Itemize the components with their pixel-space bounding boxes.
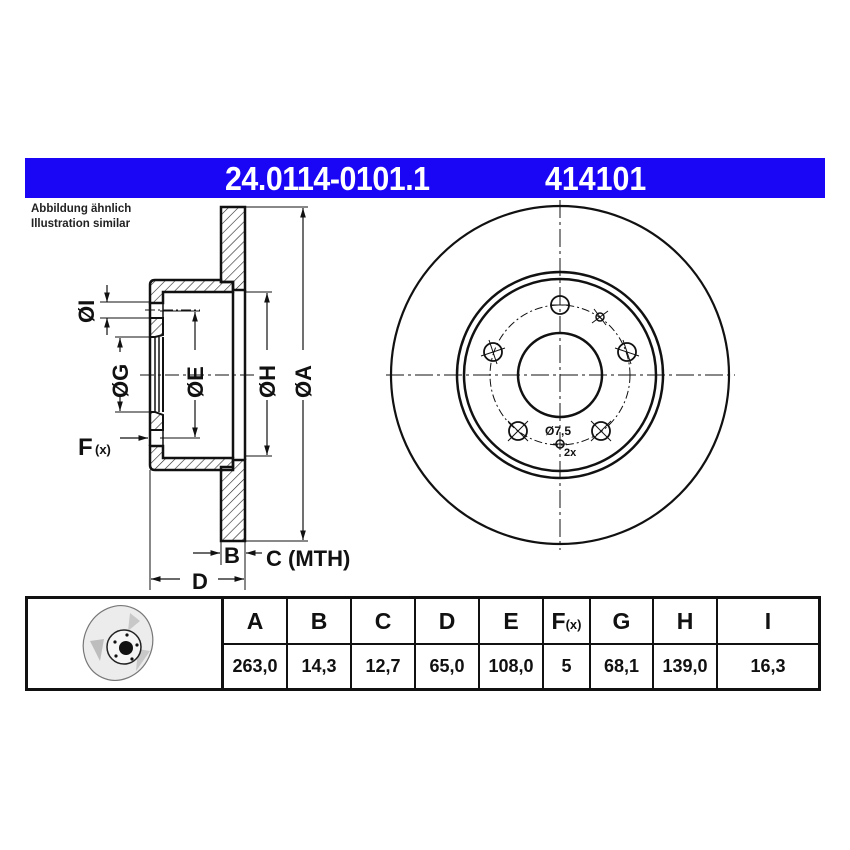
header-d: D — [414, 596, 480, 645]
header-f-suffix: (x) — [565, 616, 582, 632]
value-f: 5 — [542, 643, 591, 691]
section-view: ØI ØG ØE ØH ØA F (x) B C (MTH) D — [74, 205, 350, 594]
header-f-letter: F — [551, 607, 566, 634]
header-h: H — [652, 596, 718, 645]
value-a: 263,0 — [221, 643, 288, 691]
illustration-note: Abbildung ähnlich Illustration similar — [31, 202, 131, 232]
note-english: Illustration similar — [31, 218, 131, 230]
front-view: Ø7,5 2x — [386, 200, 735, 550]
label-b: B — [224, 543, 240, 568]
spec-value-row: 263,0 14,3 12,7 65,0 108,0 5 68,1 139,0 … — [27, 643, 821, 691]
hole-diameter-label: Ø7,5 — [545, 424, 571, 438]
header-f: F(x) — [542, 596, 591, 645]
header-g: G — [589, 596, 654, 645]
title-banner: 24.0114-0101.1 414101 — [25, 158, 825, 198]
value-e: 108,0 — [478, 643, 544, 691]
spec-header-row: A B C D E F(x) G H I — [25, 596, 821, 691]
value-c: 12,7 — [350, 643, 416, 691]
label-f-suffix: (x) — [95, 442, 111, 457]
label-d: D — [192, 569, 208, 594]
header-a: A — [221, 596, 288, 645]
value-b: 14,3 — [286, 643, 352, 691]
header-b: B — [286, 596, 352, 645]
header-c: C — [350, 596, 416, 645]
value-g: 68,1 — [589, 643, 654, 691]
header-e: E — [478, 596, 544, 645]
label-c-mth: C (MTH) — [266, 546, 350, 571]
label-diameter-g: ØG — [108, 364, 133, 398]
spec-table: A B C D E F(x) G H I 263,0 14,3 12,7 65,… — [25, 596, 821, 691]
value-d: 65,0 — [414, 643, 480, 691]
note-german: Abbildung ähnlich — [31, 203, 132, 215]
brake-disc-icon — [82, 604, 153, 681]
label-diameter-h: ØH — [255, 365, 280, 398]
label-f: F — [78, 434, 93, 461]
value-i: 16,3 — [716, 643, 821, 691]
label-diameter-a: ØA — [291, 365, 316, 398]
thumbnail-cell — [25, 596, 224, 691]
part-number: 24.0114-0101.1 — [225, 160, 430, 197]
header-i: I — [716, 596, 821, 645]
reference-number: 414101 — [545, 160, 647, 197]
label-diameter-e: ØE — [183, 366, 208, 398]
value-h: 139,0 — [652, 643, 718, 691]
label-diameter-i: ØI — [74, 300, 99, 323]
hole-count-label: 2x — [564, 447, 577, 459]
